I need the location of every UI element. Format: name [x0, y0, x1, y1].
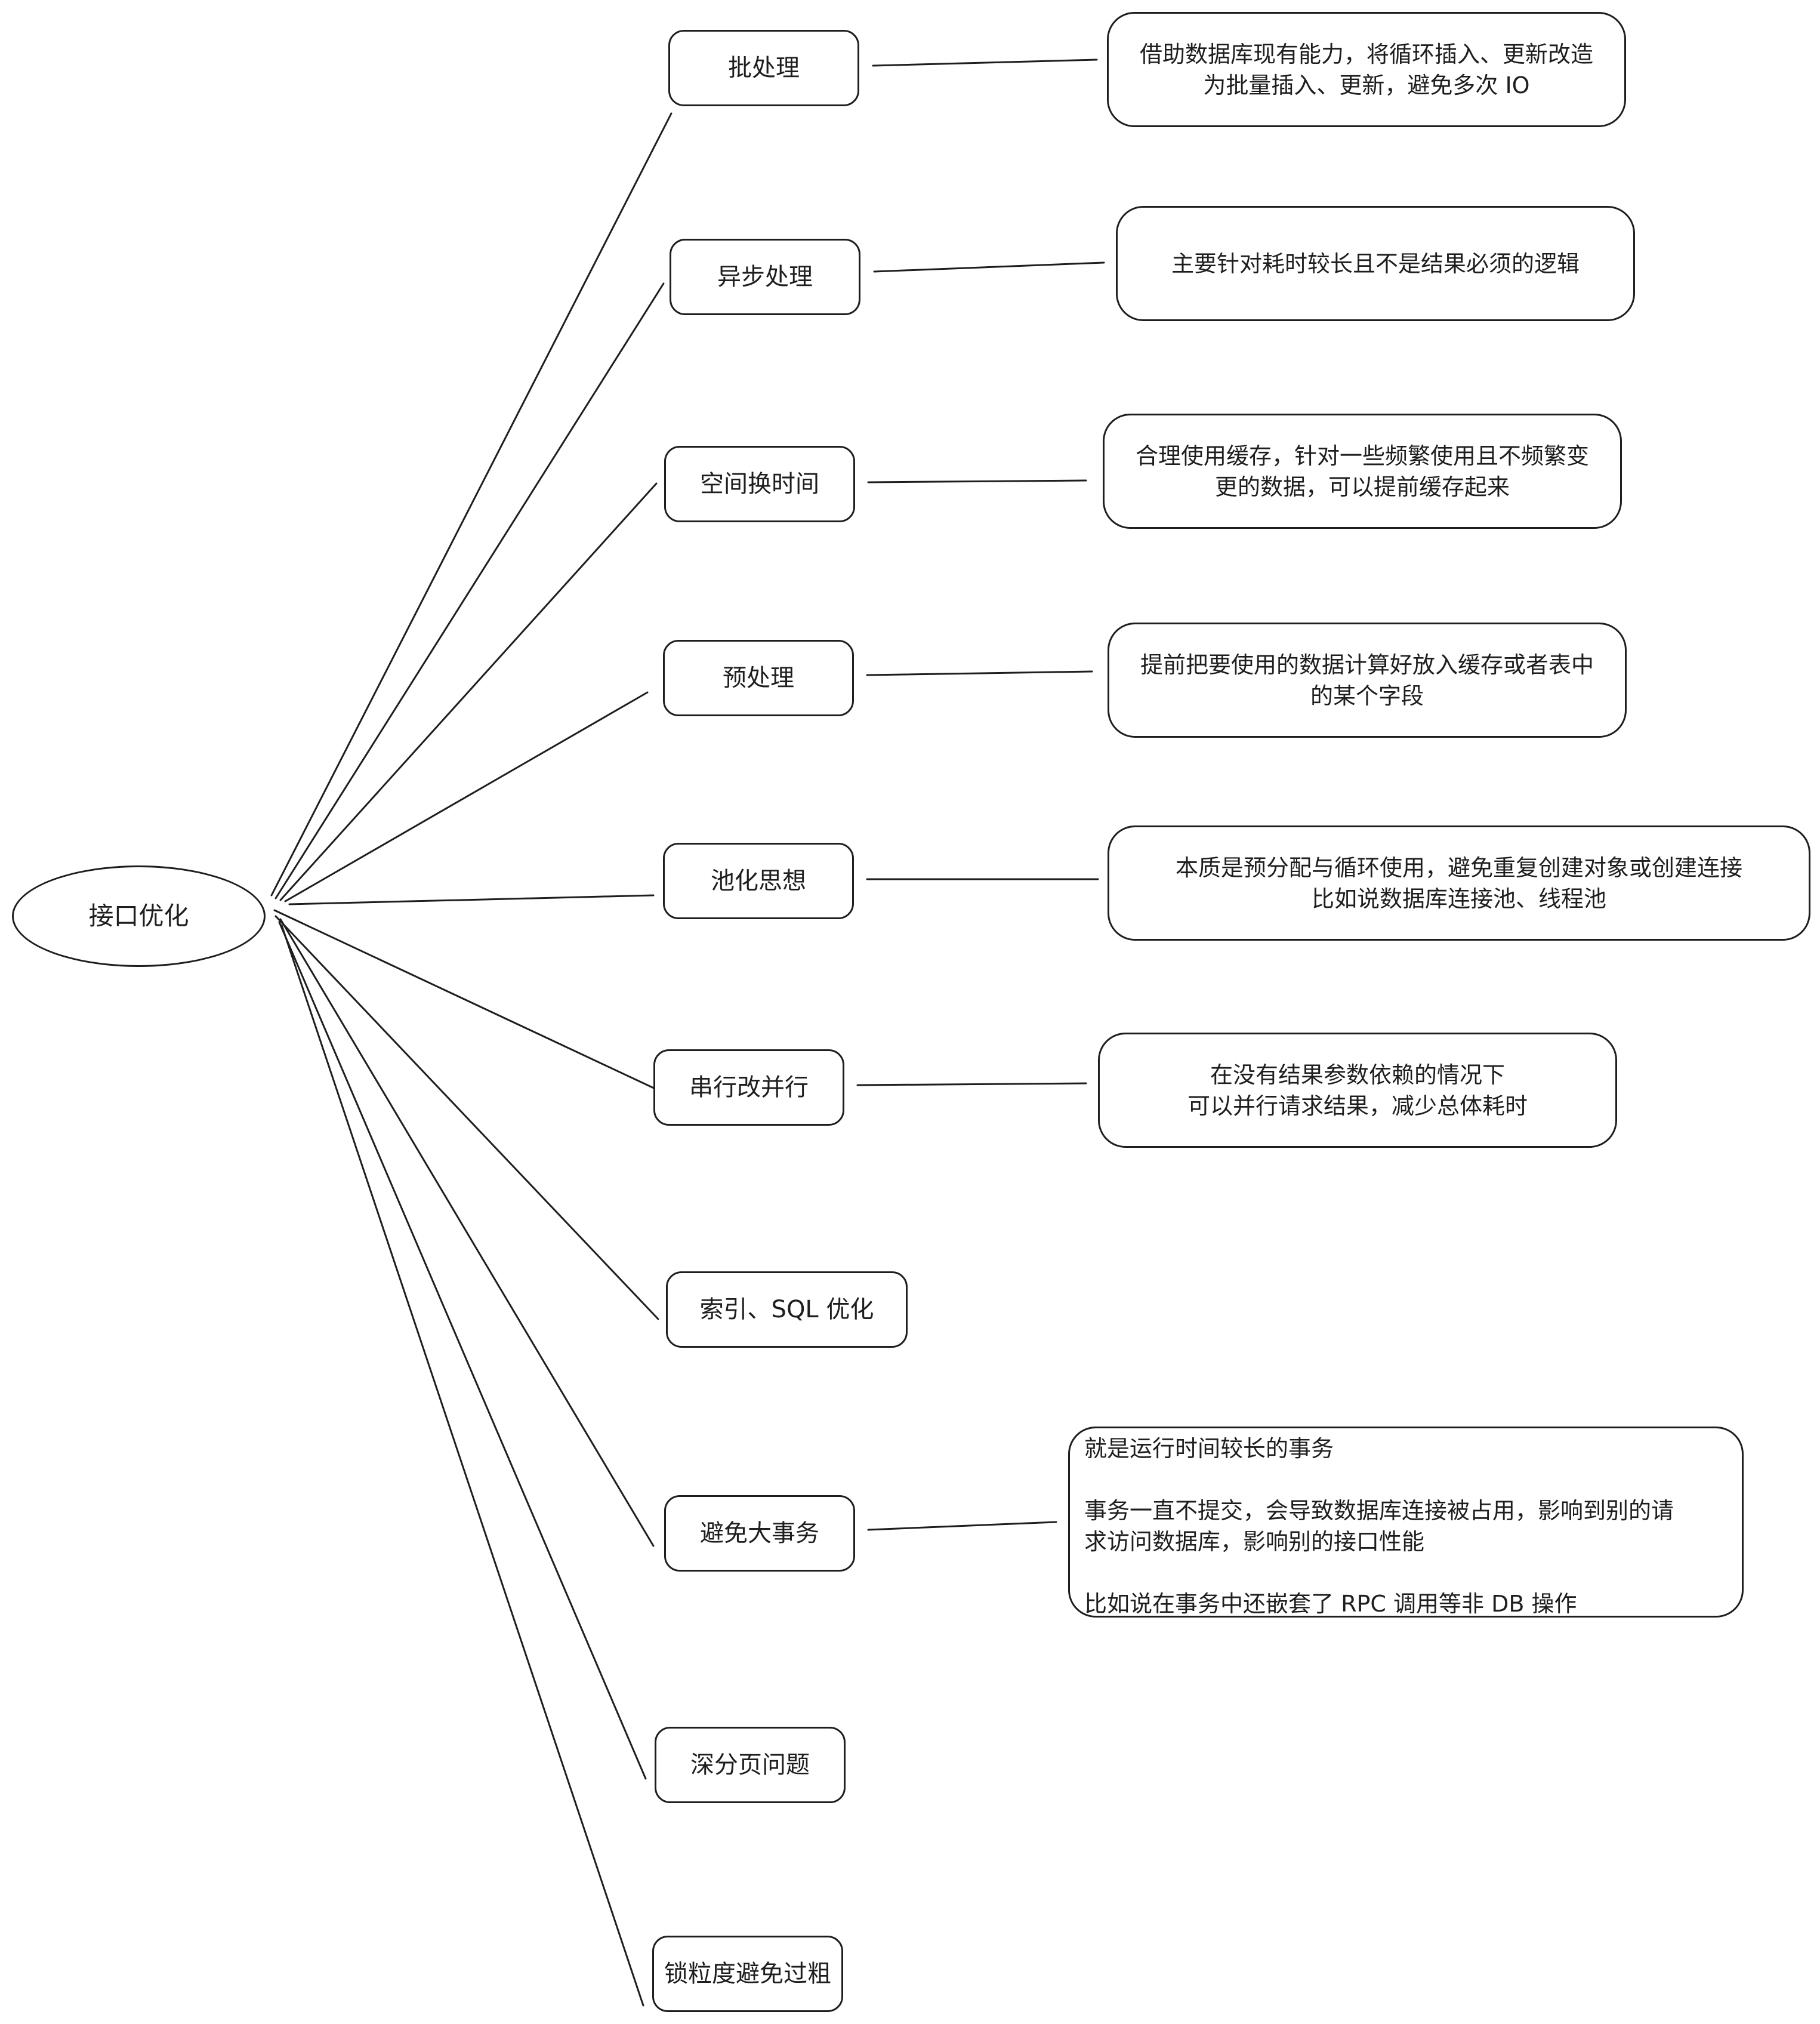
edge-root-topic-1 — [274, 282, 665, 899]
note-pooling[interactable]: 本质是预分配与循环使用，避免重复创建对象或创建连接 比如说数据库连接池、线程池 — [1108, 825, 1810, 941]
edge-root-topic-6 — [274, 915, 659, 1320]
note-text: 提前把要使用的数据计算好放入缓存或者表中 的某个字段 — [1140, 651, 1594, 709]
topic-label: 避免大事务 — [700, 1520, 819, 1547]
topic-label: 深分页问题 — [690, 1751, 810, 1779]
topic-label: 锁粒度避免过粗 — [664, 1960, 831, 1988]
topic-label: 索引、SQL 优化 — [699, 1296, 874, 1323]
topic-label: 池化思想 — [711, 867, 806, 895]
topic-node-deep-paging[interactable]: 深分页问题 — [655, 1727, 846, 1803]
note-text: 合理使用缓存，针对一些频繁使用且不频繁变 更的数据，可以提前缓存起来 — [1135, 442, 1589, 500]
edge-topic-3-note — [866, 670, 1093, 676]
edge-root-topic-8 — [278, 921, 647, 1780]
topic-node-space-for-time[interactable]: 空间换时间 — [664, 446, 855, 522]
edge-root-topic-9 — [280, 924, 644, 2007]
note-text: 就是运行时间较长的事务 事务一直不提交，会导致数据库连接被占用，影响到别的请 求… — [1084, 1435, 1674, 1617]
topic-node-index-sql[interactable]: 索引、SQL 优化 — [666, 1271, 908, 1348]
root-label: 接口优化 — [88, 901, 189, 931]
note-text: 借助数据库现有能力，将循环插入、更新改造 为批量插入、更新，避免多次 IO — [1139, 41, 1593, 98]
note-async[interactable]: 主要针对耗时较长且不是结果必须的逻辑 — [1116, 206, 1635, 321]
topic-node-preprocess[interactable]: 预处理 — [663, 640, 854, 716]
root-node[interactable]: 接口优化 — [12, 865, 266, 967]
edge-root-topic-4 — [288, 894, 655, 905]
topic-label: 空间换时间 — [700, 470, 819, 498]
note-text: 本质是预分配与循环使用，避免重复创建对象或创建连接 比如说数据库连接池、线程池 — [1175, 854, 1742, 912]
edge-root-topic-3 — [284, 691, 649, 902]
topic-label: 异步处理 — [717, 263, 813, 291]
note-batch[interactable]: 借助数据库现有能力，将循环插入、更新改造 为批量插入、更新，避免多次 IO — [1107, 12, 1626, 127]
edge-topic-5-note — [856, 1082, 1087, 1086]
edge-root-topic-2 — [279, 482, 658, 901]
note-avoid-big-transaction[interactable]: 就是运行时间较长的事务 事务一直不提交，会导致数据库连接被占用，影响到别的请 求… — [1068, 1427, 1744, 1618]
note-text: 在没有结果参数依赖的情况下 可以并行请求结果，减少总体耗时 — [1187, 1061, 1528, 1119]
topic-label: 批处理 — [728, 54, 800, 82]
note-serial-to-parallel[interactable]: 在没有结果参数依赖的情况下 可以并行请求结果，减少总体耗时 — [1098, 1033, 1617, 1148]
topic-node-lock-granularity[interactable]: 锁粒度避免过粗 — [652, 1936, 843, 2012]
topic-node-batch[interactable]: 批处理 — [668, 30, 859, 106]
edge-root-topic-0 — [270, 112, 673, 897]
note-space-for-time[interactable]: 合理使用缓存，针对一些频繁使用且不频繁变 更的数据，可以提前缓存起来 — [1103, 414, 1622, 529]
topic-node-async[interactable]: 异步处理 — [670, 239, 860, 315]
edge-root-topic-5 — [273, 909, 658, 1090]
note-text: 主要针对耗时较长且不是结果必须的逻辑 — [1171, 250, 1580, 277]
topic-node-pooling[interactable]: 池化思想 — [663, 843, 854, 919]
topic-label: 串行改并行 — [689, 1074, 809, 1101]
note-preprocess[interactable]: 提前把要使用的数据计算好放入缓存或者表中 的某个字段 — [1108, 623, 1627, 738]
edge-topic-1-note — [873, 261, 1105, 273]
edge-topic-7-note — [867, 1521, 1057, 1531]
topic-node-avoid-big-transaction[interactable]: 避免大事务 — [664, 1495, 855, 1572]
edge-topic-2-note — [867, 479, 1087, 483]
topic-node-serial-to-parallel[interactable]: 串行改并行 — [653, 1049, 844, 1126]
edge-topic-0-note — [872, 58, 1098, 67]
edge-root-topic-7 — [279, 918, 655, 1547]
topic-label: 预处理 — [723, 664, 794, 692]
